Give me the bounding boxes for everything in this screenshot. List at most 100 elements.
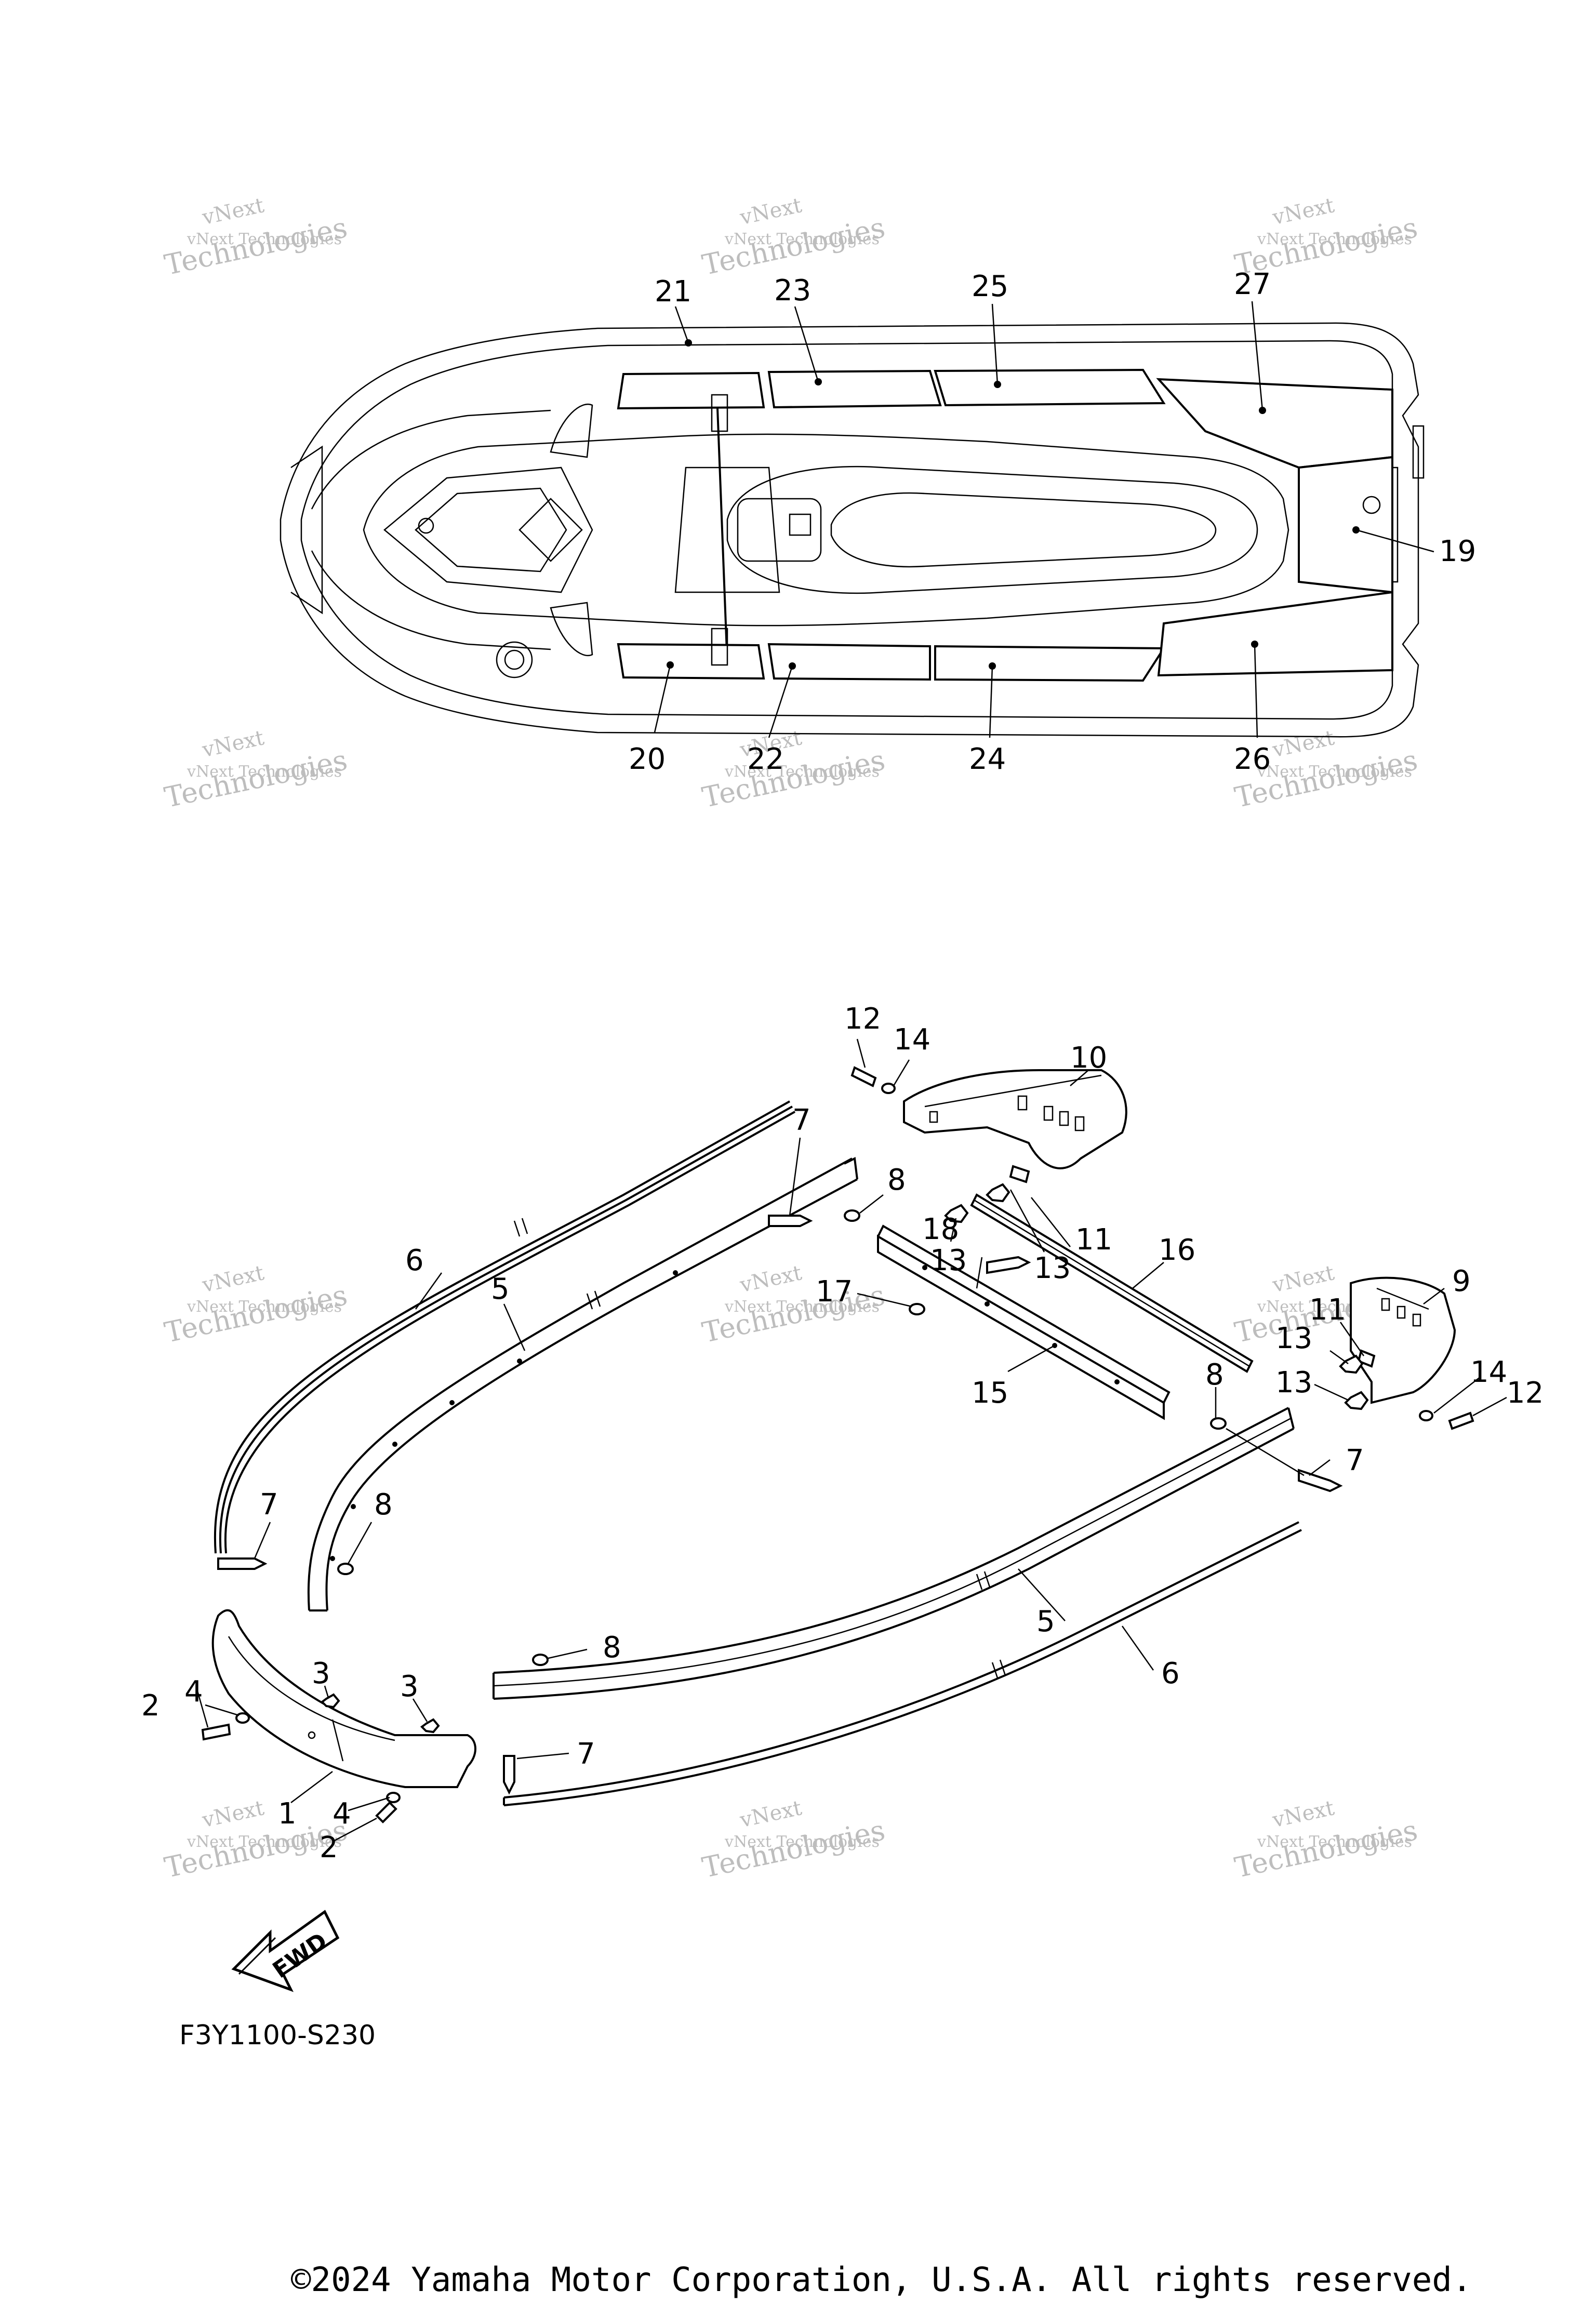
callout-8: 8 — [887, 1163, 906, 1197]
mat-21 — [617, 371, 765, 410]
callout-2: 2 — [141, 1689, 160, 1723]
mat-27 — [1156, 378, 1393, 469]
svg-text:vNext: vNext — [200, 726, 266, 762]
callout-3: 3 — [312, 1657, 330, 1690]
callout-1: 1 — [278, 1797, 297, 1831]
svg-text:vNext Technologies: vNext Technologies — [1257, 763, 1412, 781]
callout-9: 9 — [1452, 1264, 1471, 1298]
svg-text:vNext: vNext — [200, 1261, 266, 1297]
mat-22 — [767, 643, 931, 681]
watermark: vNext vNext Technologies Technologies — [1232, 1796, 1420, 1884]
fwd-arrow-icon: FWD — [231, 1910, 340, 1992]
callout-16: 16 — [1159, 1233, 1195, 1267]
callout-18: 18 — [922, 1213, 959, 1246]
svg-text:vNext Technologies: vNext Technologies — [187, 230, 342, 248]
watermark: vNext vNext Technologies Technologies — [699, 1796, 888, 1884]
part-15-bracket — [877, 1224, 1171, 1420]
callout-10: 10 — [1070, 1041, 1107, 1075]
svg-text:vNext: vNext — [1270, 726, 1336, 762]
svg-text:Technologies: Technologies — [162, 743, 350, 814]
figure-code: F3Y1100-S230 — [179, 2020, 376, 2051]
svg-text:vNext: vNext — [737, 1796, 804, 1832]
svg-text:vNext: vNext — [1270, 1796, 1336, 1832]
svg-text:vNext Technologies: vNext Technologies — [1257, 230, 1412, 248]
callout-4: 4 — [332, 1797, 351, 1831]
callout-22: 22 — [747, 742, 784, 776]
svg-text:Technologies: Technologies — [699, 1278, 888, 1349]
watermark: vNext vNext Technologies Technologies — [699, 1261, 888, 1349]
callout-13: 13 — [930, 1244, 967, 1277]
part-10-bumper — [903, 1069, 1127, 1169]
callout-19: 19 — [1439, 535, 1476, 568]
callout-17: 17 — [816, 1275, 853, 1309]
svg-text:vNext Technologies: vNext Technologies — [1257, 1833, 1412, 1851]
svg-text:vNext Technologies: vNext Technologies — [724, 230, 880, 248]
svg-text:Technologies: Technologies — [699, 211, 888, 282]
mat-23 — [767, 369, 942, 409]
svg-text:vNext Technologies: vNext Technologies — [724, 1298, 880, 1316]
callout-13: 13 — [1275, 1322, 1312, 1355]
mat-26 — [1157, 591, 1393, 677]
watermark: vNext vNext Technologies Technologies — [699, 726, 888, 814]
svg-text:vNext Technologies: vNext Technologies — [187, 1833, 342, 1851]
svg-text:vNext: vNext — [200, 1796, 266, 1832]
callout-5: 5 — [491, 1272, 510, 1306]
watermark: vNext vNext Technologies Technologies — [162, 1261, 350, 1349]
callout-7: 7 — [792, 1103, 811, 1137]
callout-2: 2 — [320, 1831, 338, 1864]
watermark-group: vNext vNext Technologies Technologies vN… — [162, 193, 1420, 1884]
top-view-leaders — [654, 301, 1434, 738]
callout-8: 8 — [374, 1488, 393, 1522]
svg-text:vNext: vNext — [737, 1261, 804, 1297]
callout-7: 7 — [577, 1737, 595, 1771]
watermark: vNext vNext Technologies Technologies — [162, 193, 350, 282]
svg-text:Technologies: Technologies — [699, 1814, 888, 1884]
svg-text:vNext: vNext — [737, 193, 804, 230]
svg-text:Technologies: Technologies — [699, 743, 888, 814]
svg-text:vNext: vNext — [200, 193, 266, 230]
svg-text:vNext Technologies: vNext Technologies — [187, 1298, 342, 1316]
svg-text:Technologies: Technologies — [162, 211, 350, 282]
callout-3: 3 — [400, 1670, 419, 1703]
callout-11: 11 — [1075, 1223, 1112, 1257]
svg-text:vNext: vNext — [1270, 193, 1336, 230]
callout-12: 12 — [1507, 1376, 1544, 1410]
callout-4: 4 — [184, 1675, 203, 1709]
fasteners — [201, 1066, 1474, 1823]
callout-26: 26 — [1234, 742, 1271, 776]
mat-20 — [617, 643, 765, 680]
callout-15: 15 — [972, 1376, 1008, 1410]
svg-text:Technologies: Technologies — [162, 1278, 350, 1349]
callout-6: 6 — [405, 1244, 424, 1277]
part-6-left-strip — [214, 1100, 795, 1554]
callout-14: 14 — [894, 1023, 930, 1057]
callout-13: 13 — [1034, 1251, 1071, 1285]
part-1-bumper — [211, 1609, 476, 1788]
svg-text:vNext Technologies: vNext Technologies — [187, 763, 342, 781]
callout-7: 7 — [1346, 1444, 1364, 1477]
watercraft-top-view — [280, 322, 1425, 738]
part-9-bumper — [1350, 1276, 1456, 1404]
exploded-leaders — [196, 1038, 1507, 1843]
svg-text:Technologies: Technologies — [1232, 1814, 1420, 1884]
callout-24: 24 — [969, 742, 1006, 776]
callout-11: 11 — [1309, 1293, 1346, 1327]
mat-24 — [934, 645, 1166, 682]
part-5-right-rail — [493, 1407, 1295, 1700]
callout-21: 21 — [655, 275, 691, 309]
watermark: vNext vNext Technologies Technologies — [162, 726, 350, 814]
callout-14: 14 — [1470, 1355, 1507, 1389]
watermark: vNext vNext Technologies Technologies — [699, 193, 888, 282]
callout-27: 27 — [1234, 268, 1271, 301]
callout-23: 23 — [774, 274, 811, 308]
callout-6: 6 — [1161, 1657, 1180, 1690]
callout-12: 12 — [844, 1002, 881, 1036]
part-6-right-strip — [503, 1521, 1302, 1806]
callout-25: 25 — [972, 270, 1008, 303]
svg-text:vNext Technologies: vNext Technologies — [724, 763, 880, 781]
part-5-left-rail — [307, 1156, 858, 1612]
mat-25 — [934, 368, 1166, 407]
callout-8: 8 — [603, 1631, 621, 1664]
part-16-strip — [970, 1193, 1254, 1373]
